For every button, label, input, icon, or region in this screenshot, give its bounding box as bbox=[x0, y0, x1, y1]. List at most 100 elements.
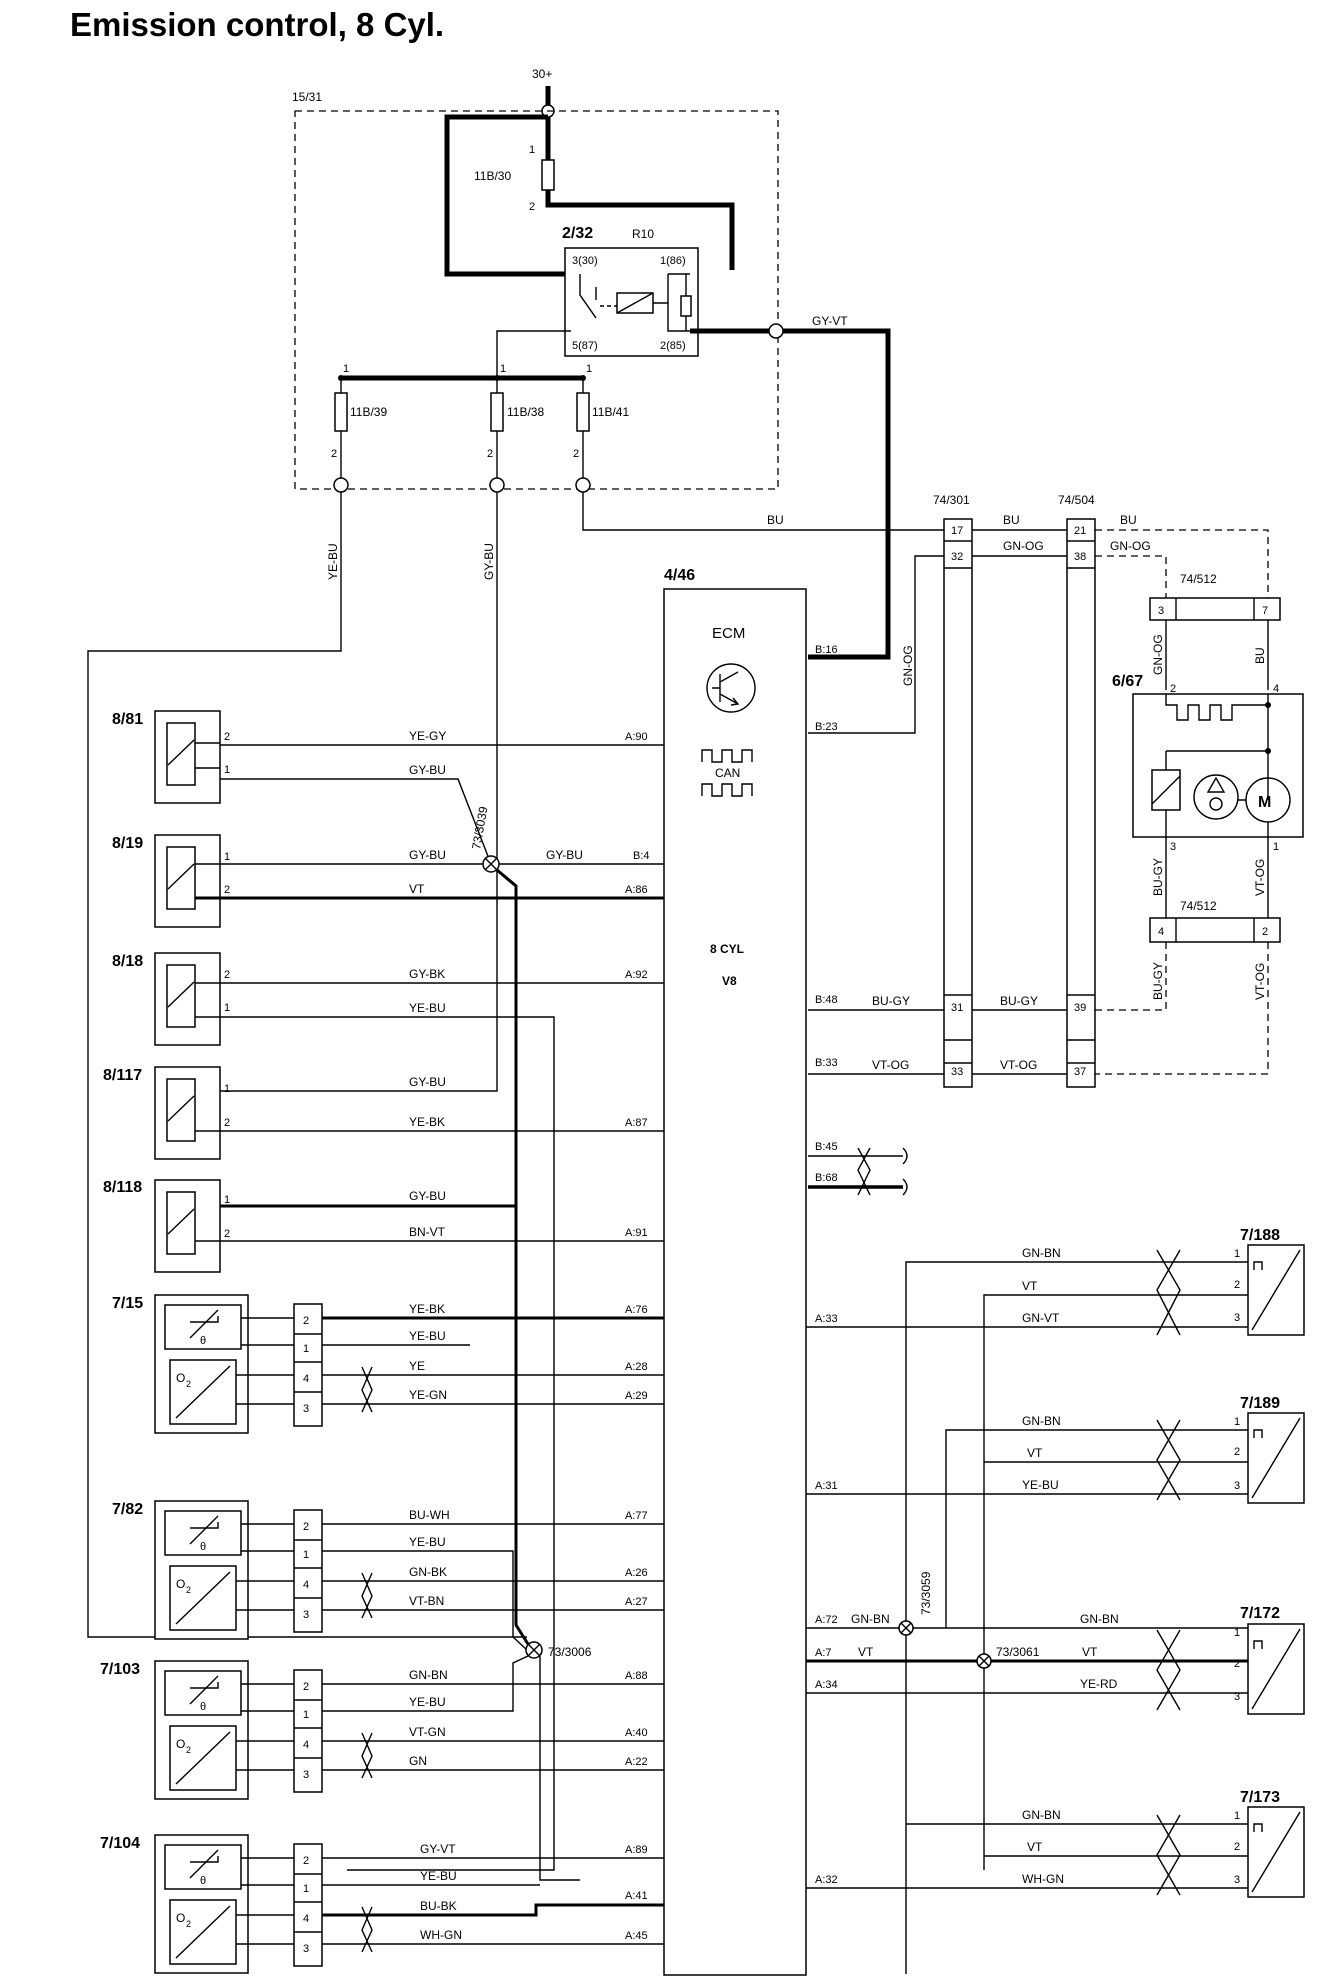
svg-text:8/81: 8/81 bbox=[112, 711, 143, 728]
svg-text:A:34: A:34 bbox=[815, 1679, 838, 1691]
svg-text:VT-OG: VT-OG bbox=[1253, 859, 1267, 896]
splice-73-3059-label: 73/3059 bbox=[919, 1571, 933, 1615]
svg-text:GN: GN bbox=[409, 1754, 427, 1768]
svg-text:A:29: A:29 bbox=[625, 1390, 648, 1402]
svg-text:BU-GY: BU-GY bbox=[872, 994, 910, 1008]
conn-74-512-lower bbox=[1149, 917, 1281, 943]
can-icon bbox=[701, 749, 753, 797]
svg-text:2: 2 bbox=[303, 1315, 309, 1327]
svg-text:8/18: 8/18 bbox=[112, 953, 143, 970]
transistor-icon bbox=[706, 663, 756, 713]
svg-text:BU-BK: BU-BK bbox=[420, 1899, 457, 1913]
svg-text:2: 2 bbox=[186, 1585, 191, 1595]
relay-pin1: 1(86) bbox=[660, 255, 686, 267]
fuse-11b41: 11B/41 1 2 bbox=[573, 363, 629, 485]
pin-33: 33 bbox=[951, 1066, 963, 1078]
svg-text:VT: VT bbox=[1022, 1279, 1038, 1293]
relay-pin3: 3(30) bbox=[572, 255, 598, 267]
relay-pin5: 5(87) bbox=[572, 340, 598, 352]
svg-text:GN-BK: GN-BK bbox=[409, 1565, 447, 1579]
svg-text:A:28: A:28 bbox=[625, 1361, 648, 1373]
svg-text:2: 2 bbox=[487, 448, 493, 460]
svg-text:3: 3 bbox=[1234, 1691, 1240, 1703]
ecm-pin-b23: B:23 bbox=[815, 721, 838, 733]
ignition-coil-7-189: 7/189 1 2 3 bbox=[1234, 1395, 1305, 1504]
svg-text:θ: θ bbox=[200, 1875, 206, 1887]
svg-text:2: 2 bbox=[1170, 683, 1176, 695]
svg-text:3: 3 bbox=[303, 1943, 309, 1955]
svg-text:BU-GY: BU-GY bbox=[1000, 994, 1038, 1008]
svg-text:A:41: A:41 bbox=[625, 1890, 648, 1902]
pin-21: 21 bbox=[1074, 525, 1086, 537]
svg-text:A:77: A:77 bbox=[625, 1510, 648, 1522]
svg-text:4: 4 bbox=[303, 1579, 309, 1591]
fuse-main-pin2: 2 bbox=[529, 201, 535, 213]
svg-text:1: 1 bbox=[343, 363, 349, 375]
svg-text:1: 1 bbox=[1273, 841, 1279, 853]
conn-74-301 bbox=[943, 518, 973, 1088]
svg-text:BU-GY: BU-GY bbox=[1151, 962, 1165, 1000]
svg-text:O: O bbox=[176, 1911, 185, 1925]
svg-text:2: 2 bbox=[224, 969, 230, 981]
relay-resistor bbox=[680, 295, 692, 317]
svg-text:VT: VT bbox=[1027, 1840, 1043, 1854]
fuse-main-label: 11B/30 bbox=[474, 169, 511, 183]
fuse-main bbox=[541, 159, 555, 191]
svg-text:2: 2 bbox=[303, 1855, 309, 1867]
svg-text:1: 1 bbox=[303, 1883, 309, 1895]
svg-text:2: 2 bbox=[224, 1228, 230, 1240]
splice-73-3006-label: 73/3006 bbox=[548, 1645, 592, 1659]
page-title: Emission control, 8 Cyl. bbox=[70, 6, 445, 43]
svg-text:A:32: A:32 bbox=[815, 1874, 838, 1886]
ecm-pin-b45: B:45 bbox=[815, 1141, 838, 1153]
pressure-sensor-icon bbox=[1193, 774, 1239, 820]
svg-text:4: 4 bbox=[303, 1913, 309, 1925]
svg-text:GN-BN: GN-BN bbox=[851, 1612, 890, 1626]
ignition-coil-7-188: 7/188 1 2 3 bbox=[1234, 1227, 1305, 1336]
svg-text:VT: VT bbox=[858, 1645, 874, 1659]
svg-text:A:87: A:87 bbox=[625, 1117, 648, 1129]
relay-box-label: 15/31 bbox=[292, 90, 322, 104]
svg-text:7/82: 7/82 bbox=[112, 1501, 143, 1518]
pin-37: 37 bbox=[1074, 1066, 1086, 1078]
pin-32: 32 bbox=[951, 551, 963, 563]
fuse-main-pin1: 1 bbox=[529, 144, 535, 156]
svg-text:2: 2 bbox=[573, 448, 579, 460]
wire-ye-bu-supply bbox=[87, 492, 527, 1638]
splice-73-3061-label: 73/3061 bbox=[996, 1645, 1040, 1659]
svg-text:11B/39: 11B/39 bbox=[350, 405, 387, 419]
svg-text:VT: VT bbox=[1027, 1446, 1043, 1460]
svg-text:GN-BN: GN-BN bbox=[1022, 1246, 1061, 1260]
pump-module bbox=[1132, 693, 1304, 838]
svg-text:A:45: A:45 bbox=[625, 1930, 648, 1942]
svg-text:4: 4 bbox=[1273, 683, 1279, 695]
svg-text:1: 1 bbox=[1234, 1810, 1240, 1822]
svg-text:GN-BN: GN-BN bbox=[1080, 1612, 1119, 1626]
relay-box-frame bbox=[294, 110, 779, 490]
svg-text:WH-GN: WH-GN bbox=[420, 1928, 462, 1942]
svg-text:GY-BU: GY-BU bbox=[409, 848, 446, 862]
svg-text:4: 4 bbox=[303, 1373, 309, 1385]
svg-text:A:72: A:72 bbox=[815, 1614, 838, 1626]
conn-74-512-label: 74/512 bbox=[1180, 572, 1217, 586]
svg-text:B:4: B:4 bbox=[633, 850, 650, 862]
relay-pin2: 2(85) bbox=[660, 340, 686, 352]
sensor-8-19: 8/19 1 2 bbox=[112, 834, 230, 928]
svg-text:7/173: 7/173 bbox=[1240, 1789, 1280, 1806]
svg-text:2: 2 bbox=[1234, 1658, 1240, 1670]
svg-text:3: 3 bbox=[303, 1403, 309, 1415]
svg-text:GY-BU: GY-BU bbox=[409, 1189, 446, 1203]
svg-text:YE-BK: YE-BK bbox=[409, 1115, 445, 1129]
sensor-8-18: 8/18 2 1 bbox=[112, 952, 230, 1046]
pin-31: 31 bbox=[951, 1002, 963, 1014]
svg-text:1: 1 bbox=[303, 1343, 309, 1355]
svg-text:8/117: 8/117 bbox=[103, 1067, 142, 1084]
svg-text:GN-OG: GN-OG bbox=[1151, 634, 1165, 675]
sensor-8-118: 8/118 1 2 bbox=[103, 1179, 230, 1273]
fuse-main-wire bbox=[545, 117, 735, 270]
svg-text:YE: YE bbox=[409, 1359, 425, 1373]
ecm-box bbox=[663, 588, 807, 1976]
svg-text:2: 2 bbox=[224, 731, 230, 743]
